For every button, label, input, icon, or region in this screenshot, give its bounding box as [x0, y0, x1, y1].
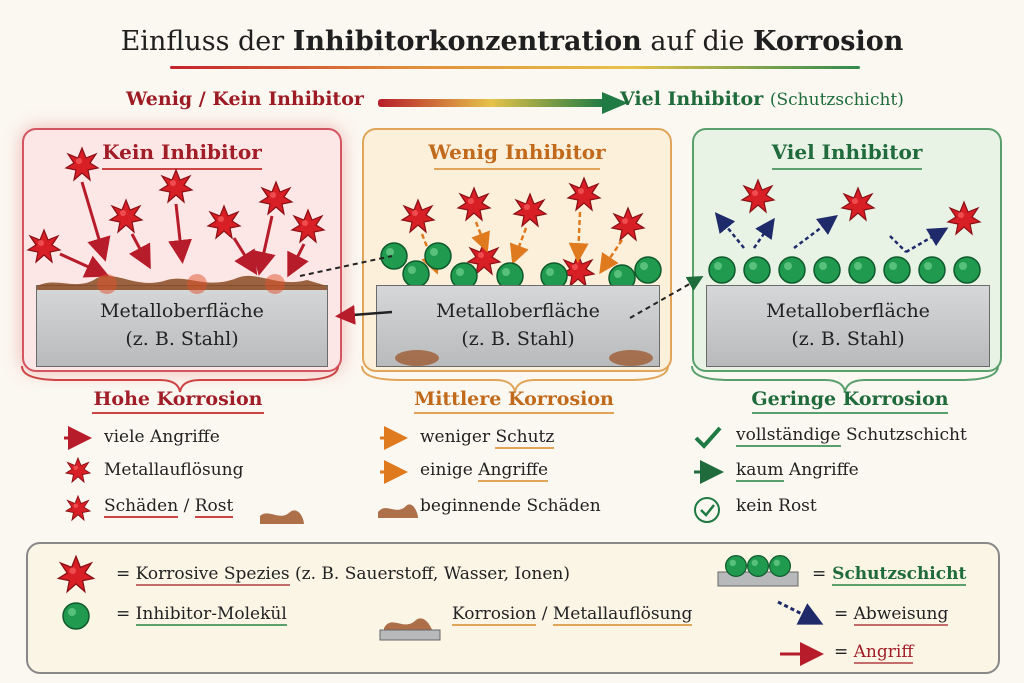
- brace-left: [21, 365, 339, 393]
- check-circle-icon: [694, 497, 720, 523]
- result-title-underline: [752, 412, 948, 414]
- attack-arrow: [168, 203, 192, 264]
- result-title-high: Hohe Korrosion: [93, 388, 263, 410]
- connector-arrow: [335, 304, 393, 325]
- panel-low-inhibitor: Wenig Inhibitor Metalloberfläche (z. B. …: [362, 128, 672, 372]
- legend-species: = Korrosive Spezies (z. B. Sauerstoff, W…: [116, 564, 570, 586]
- corrosion-pits: [395, 350, 653, 366]
- brace-right: [691, 365, 999, 393]
- result-title-underline: [414, 412, 614, 414]
- result-title-underline: [92, 412, 264, 414]
- check-icon: [694, 426, 722, 449]
- panel-high-inhibitor: Viel Inhibitor Metalloberfläche (z. B. S…: [692, 128, 1002, 372]
- attack-arrow: [599, 239, 624, 275]
- repel-illustration: [708, 179, 981, 284]
- metal-label: Metalloberfläche: [436, 300, 600, 322]
- inhibitor-molecule: [724, 554, 748, 578]
- metal-sublabel: (z. B. Stahl): [125, 328, 239, 350]
- result-icons: [64, 426, 92, 521]
- attack-arrow: [232, 237, 258, 276]
- attack-arrow: [252, 215, 276, 276]
- inhibitor-molecule: [62, 602, 90, 630]
- attack-arrow: [287, 243, 309, 278]
- legend-layer: = Schutzschicht: [812, 564, 967, 586]
- title-underline: [170, 66, 860, 69]
- rust-icon: [378, 504, 418, 518]
- metal-surface: Metalloberfläche (z. B. Stahl): [36, 274, 328, 367]
- scale-right-label: Viel Inhibitor (Schutzschicht): [620, 88, 904, 110]
- result-title-low: Geringe Korrosion: [751, 388, 949, 410]
- connector-arrow: [629, 276, 704, 319]
- repel-arrow-icon: [777, 600, 824, 625]
- panel-title-underline: [772, 168, 922, 170]
- star-icon: [57, 555, 95, 593]
- panel-title: Kein Inhibitor: [102, 140, 262, 164]
- metal-surface: Metalloberfläche (z. B. Stahl): [706, 285, 990, 367]
- attack-arrow: [509, 227, 529, 265]
- panel-title-underline: [434, 168, 600, 170]
- result-item: Metallauflösung: [104, 460, 244, 480]
- repel-arrow: [905, 227, 949, 254]
- attack-illustration: [27, 147, 325, 278]
- panel-title: Viel Inhibitor: [771, 140, 923, 164]
- attack-arrow: [471, 221, 490, 253]
- result-item: viele Angriffe: [104, 427, 220, 447]
- page-title: Einfluss der Inhibitorkonzentration auf …: [120, 26, 904, 57]
- inhibitor-molecule: [746, 554, 770, 578]
- inhibitor-molecule: [768, 554, 792, 578]
- metal-sublabel: (z. B. Stahl): [791, 328, 905, 350]
- result-item: kaum Angriffe: [736, 460, 859, 482]
- panel-no-inhibitor: Kein Inhibitor Metalloberfläche (z. B. S…: [22, 128, 342, 372]
- scale-gradient-arrow: [378, 92, 628, 114]
- legend-box: = Korrosive Spezies (z. B. Sauerstoff, W…: [26, 542, 1000, 674]
- metal-sublabel: (z. B. Stahl): [461, 328, 575, 350]
- result-item: vollständige Schutzschicht: [736, 425, 967, 447]
- legend-corrosion: Korrosion / Metallauflösung: [452, 604, 693, 626]
- attack-arrow: [128, 233, 151, 270]
- attack-arrow: [80, 181, 111, 262]
- connector-line: [299, 255, 393, 277]
- corrosion-pits: [37, 274, 327, 294]
- rust-icon: [260, 510, 304, 524]
- result-item: Schäden / Rost: [104, 496, 234, 518]
- result-item: kein Rost: [736, 496, 817, 516]
- legend-attack: = Angriff: [834, 642, 914, 664]
- repel-arrow: [793, 215, 838, 249]
- legend-repel: = Abweisung: [834, 604, 949, 626]
- star-icon: [65, 495, 91, 521]
- result-item: einige Angriffe: [420, 460, 549, 482]
- metal-label: Metalloberfläche: [100, 300, 264, 322]
- metal-surface: Metalloberfläche (z. B. Stahl): [376, 285, 660, 367]
- result-icons: [694, 426, 724, 523]
- metal-label: Metalloberfläche: [766, 300, 930, 322]
- legend-inhibitor: = Inhibitor-Molekül: [116, 604, 287, 626]
- result-title-medium: Mittlere Korrosion: [414, 388, 614, 410]
- repel-arrow: [752, 217, 775, 249]
- result-icons: [378, 426, 418, 518]
- panel-title-underline: [102, 168, 262, 170]
- panel-title: Wenig Inhibitor: [428, 140, 606, 164]
- legend-icons: [57, 554, 824, 666]
- scale-left-label: Wenig / Kein Inhibitor: [126, 88, 364, 110]
- repel-arrow: [889, 235, 907, 253]
- attack-illustration: [380, 177, 662, 292]
- brace-mid: [361, 365, 669, 393]
- attack-arrow: [59, 252, 110, 278]
- star-icon: [65, 457, 91, 483]
- result-item: weniger Schutz: [420, 427, 555, 449]
- result-item: beginnende Schäden: [420, 496, 601, 516]
